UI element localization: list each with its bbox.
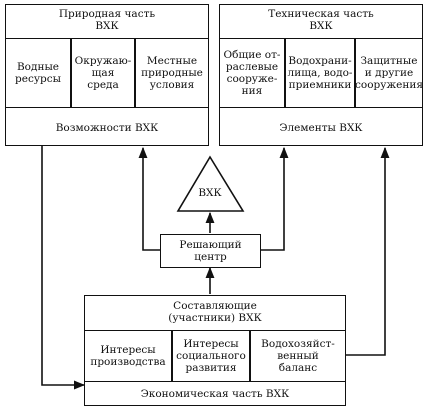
vhk-triangle [176,155,245,212]
arrow-center-to-natural [138,146,160,251]
technical-item-reservoirs [285,38,355,108]
economic-item-social [172,330,250,382]
natural-part-footer: Возможности ВХК [55,122,159,134]
technical-item-reservoirs-label: Водохрани- лища, водо- приемники [287,55,353,91]
natural-item-environment-label: Окружаю- щая среда [74,55,132,91]
arrow-economic-to-technical [345,146,390,356]
economic-item-water-balance-label: Водохозяйст- венный баланс [261,338,335,374]
arrow-natural-to-economic [41,146,86,390]
technical-item-protective-structures [355,38,423,108]
decision-center-box [160,234,261,268]
technical-item-general-structures [219,38,285,108]
economic-item-water-balance [250,330,346,382]
economic-part-title: Составляющие (участники) ВХК [168,300,262,324]
natural-item-local-conditions [135,38,209,108]
arrow-center-to-technical [261,146,289,251]
economic-item-social-label: Интересы социального развития [176,338,246,374]
technical-item-general-structures-label: Общие от- раслевые сооруже- ния [223,49,281,97]
economic-item-production-label: Интересы производства [90,344,166,368]
natural-item-local-conditions-label: Местные природные условия [141,55,203,91]
natural-part-title: Природная часть ВХК [58,8,156,32]
technical-item-protective-structures-label: Защитные и другие сооружения [355,55,423,91]
vhk-triangle-label: ВХК [198,187,222,199]
economic-part-footer: Экономическая часть ВХК [140,388,290,400]
natural-item-water-resources-label: Водные ресурсы [15,61,61,85]
natural-item-environment [71,38,135,108]
decision-center-label: Решающий центр [179,239,242,263]
natural-item-water-resources [5,38,71,108]
economic-item-production [84,330,172,382]
technical-part-title: Техническая часть ВХК [268,8,374,32]
technical-part-footer: Элементы ВХК [279,122,363,134]
